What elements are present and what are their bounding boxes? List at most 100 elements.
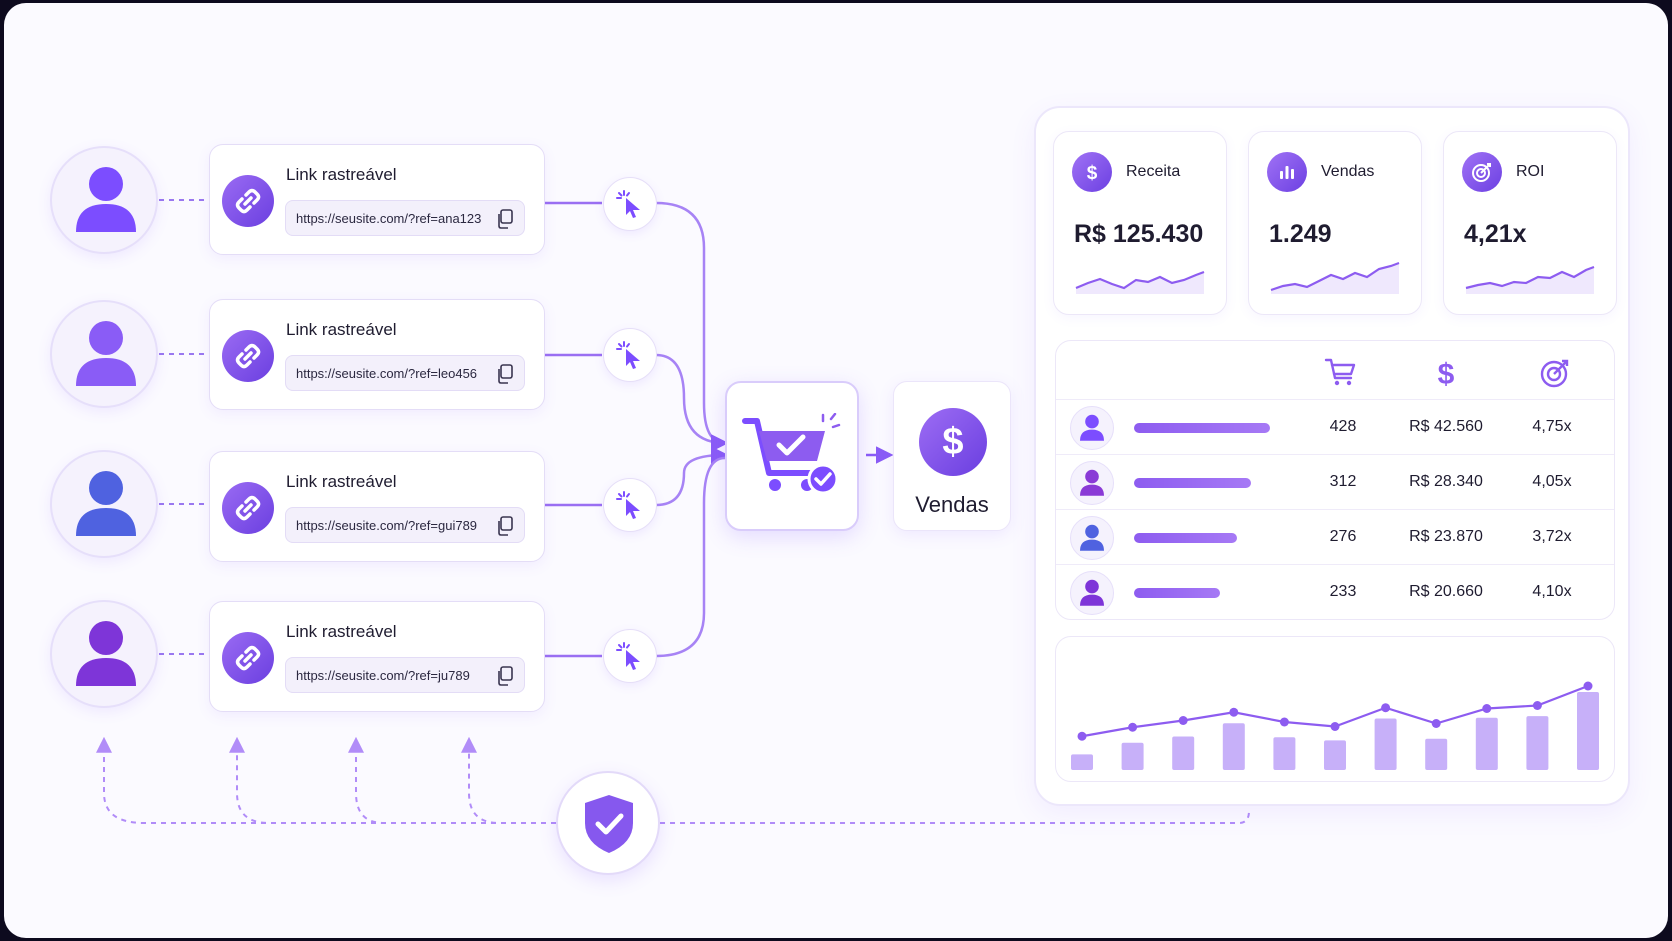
revenue-cell: R$ 23.870 xyxy=(1409,528,1483,545)
dollar-icon: $ xyxy=(1072,152,1112,192)
kpi-sparkline xyxy=(1465,265,1595,294)
revenue-cell: R$ 28.340 xyxy=(1409,473,1483,490)
chart-bar xyxy=(1526,716,1549,770)
table-row[interactable]: 428 R$ 42.560 4,75x xyxy=(1056,399,1614,455)
kpi-sparkline xyxy=(1270,262,1400,294)
chart-point xyxy=(1128,722,1138,732)
kpi-value: R$ 125.430 xyxy=(1074,220,1204,248)
cursor-click-icon xyxy=(616,341,640,369)
chart-bar xyxy=(1172,736,1195,770)
link-title: Link rastreável xyxy=(286,165,397,184)
dollar-icon: $ xyxy=(1438,358,1455,389)
chart-bar xyxy=(1577,692,1599,770)
chart-point xyxy=(1330,722,1340,731)
chart-point xyxy=(1077,731,1087,741)
svg-text:$: $ xyxy=(1087,163,1098,184)
affiliate-avatar-3 xyxy=(50,450,158,558)
cursor-click-icon xyxy=(616,491,640,519)
user-icon xyxy=(1070,571,1114,615)
affiliate-table: $ 428 R$ 42.560 4,75x 312 R$ 28.340 4,05… xyxy=(1055,340,1615,620)
user-icon xyxy=(76,621,136,686)
kpi-value: 1.249 xyxy=(1269,220,1332,248)
click-node-2 xyxy=(603,328,657,382)
cursor-click-icon xyxy=(616,190,640,218)
sales-label: Vendas xyxy=(915,492,989,517)
kpi-card-revenue: $ Receita R$ 125.430 xyxy=(1053,131,1227,315)
affiliate-avatar-4 xyxy=(50,600,158,708)
performance-bar xyxy=(1134,533,1237,543)
affiliate-avatar-2 xyxy=(50,300,158,408)
url-field[interactable]: https://seusite.com/?ref=gui789 xyxy=(285,507,525,543)
user-icon xyxy=(1070,406,1114,450)
sales-cell: 233 xyxy=(1329,583,1357,600)
target-icon xyxy=(1540,359,1569,388)
url-text: https://seusite.com/?ref=gui789 xyxy=(296,518,478,533)
sales-cell: 428 xyxy=(1329,418,1357,435)
performance-chart xyxy=(1071,681,1599,770)
security-node xyxy=(556,771,660,875)
copy-icon[interactable] xyxy=(496,516,514,536)
link-title: Link rastreável xyxy=(286,472,397,491)
table-row[interactable]: 312 R$ 28.340 4,05x xyxy=(1056,454,1614,510)
chart-point xyxy=(1279,717,1289,727)
url-text: https://seusite.com/?ref=leo456 xyxy=(296,366,478,381)
url-text: https://seusite.com/?ref=ju789 xyxy=(296,668,470,683)
kpi-sparkline xyxy=(1075,270,1205,294)
chart-bar xyxy=(1475,717,1498,770)
performance-bar xyxy=(1134,423,1270,433)
roi-cell: 4,10x xyxy=(1532,583,1572,600)
url-field[interactable]: https://seusite.com/?ref=ana123 xyxy=(285,200,525,236)
url-field[interactable]: https://seusite.com/?ref=ju789 xyxy=(285,657,525,693)
copy-icon[interactable] xyxy=(496,666,514,686)
chart-bar xyxy=(1071,754,1093,770)
link-icon xyxy=(222,482,274,534)
click-node-4 xyxy=(603,629,657,683)
link-title: Link rastreável xyxy=(286,622,397,641)
chart-point xyxy=(1431,719,1441,728)
kpi-value: 4,21x xyxy=(1464,220,1527,248)
sales-node: $ Vendas xyxy=(893,381,1011,531)
checkout-node xyxy=(725,381,859,531)
cursor-click-icon xyxy=(616,642,640,670)
chart-bar xyxy=(1324,740,1346,770)
chart-bar xyxy=(1222,723,1245,770)
link-icon xyxy=(222,330,274,382)
kpi-label: Vendas xyxy=(1321,163,1375,180)
kpi-card-roi: ROI 4,21x xyxy=(1443,131,1617,315)
chart-point xyxy=(1381,703,1391,713)
revenue-cell: R$ 20.660 xyxy=(1409,583,1483,600)
chart-point xyxy=(1532,701,1542,710)
user-icon xyxy=(76,167,136,232)
performance-chart-panel xyxy=(1055,636,1615,782)
copy-icon[interactable] xyxy=(496,364,514,384)
link-title: Link rastreável xyxy=(286,320,397,339)
tracking-link-card-1: Link rastreável https://seusite.com/?ref… xyxy=(209,144,545,255)
performance-bar xyxy=(1134,478,1251,488)
click-node-3 xyxy=(603,478,657,532)
link-icon xyxy=(222,175,274,227)
chart-bar xyxy=(1121,742,1144,770)
chart-point xyxy=(1229,707,1239,717)
dollar-icon: $ xyxy=(919,408,987,476)
url-field[interactable]: https://seusite.com/?ref=leo456 xyxy=(285,355,525,391)
user-icon xyxy=(76,471,136,536)
chart-bar xyxy=(1425,738,1448,770)
chart-bar xyxy=(1374,718,1397,770)
bar-chart-icon xyxy=(1267,152,1307,192)
sales-cell: 312 xyxy=(1329,473,1357,490)
roi-cell: 3,72x xyxy=(1532,528,1572,545)
table-row[interactable]: 276 R$ 23.870 3,72x xyxy=(1056,509,1614,565)
tracking-link-card-3: Link rastreável https://seusite.com/?ref… xyxy=(209,451,545,562)
click-node-1 xyxy=(603,177,657,231)
user-icon xyxy=(76,321,136,386)
chart-point xyxy=(1482,704,1492,713)
copy-icon[interactable] xyxy=(496,209,514,229)
performance-bar xyxy=(1134,588,1220,598)
cart-check-icon xyxy=(742,413,841,495)
url-text: https://seusite.com/?ref=ana123 xyxy=(296,211,482,226)
table-row[interactable]: 233 R$ 20.660 4,10x xyxy=(1056,564,1614,620)
svg-text:$: $ xyxy=(1438,358,1455,389)
cart-icon xyxy=(1324,358,1356,386)
shield-check-icon xyxy=(585,795,633,853)
user-icon xyxy=(1070,461,1114,505)
